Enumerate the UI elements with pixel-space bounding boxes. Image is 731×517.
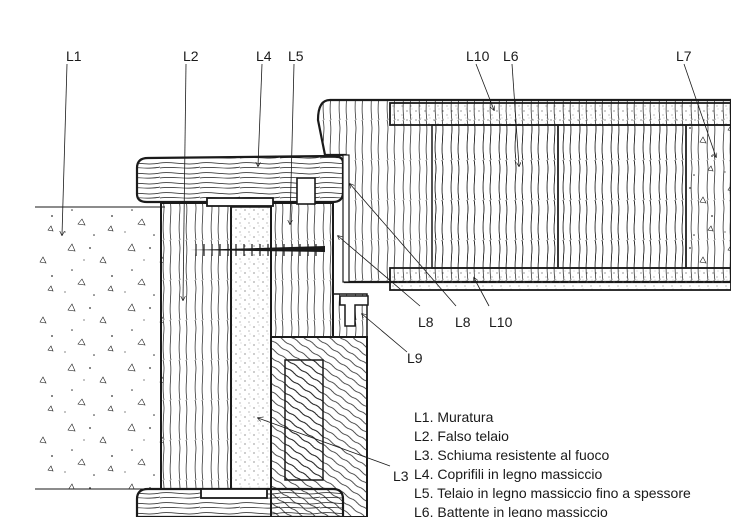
callout-l5: L5: [288, 48, 304, 64]
legend-item: L2. Falso telaio: [414, 428, 509, 444]
legend-item: L3. Schiuma resistente al fuoco: [414, 447, 610, 463]
callout-l3: L3: [393, 468, 409, 484]
screw: [190, 244, 325, 256]
callout-labels: L1 L2 L4 L5 L10 L6 L7 L8 L8 L10 L9 L3: [66, 48, 692, 484]
seal: [339, 295, 369, 327]
intumescent-strip: [342, 154, 350, 283]
legend: L1. Muratura L2. Falso telaio L3. Schium…: [414, 409, 691, 517]
callout-l9: L9: [407, 350, 423, 366]
callout-l1: L1: [66, 48, 82, 64]
callout-l8-a: L8: [418, 314, 434, 330]
legend-item: L4. Coprifili in legno massiccio: [414, 466, 603, 482]
door-leaf: [316, 98, 731, 291]
cover-moulding-bottom: [135, 487, 345, 517]
cover-moulding-top: [135, 154, 345, 207]
callout-l7: L7: [676, 48, 692, 64]
solid-wood-frame: [270, 202, 368, 517]
callout-l10-top: L10: [466, 48, 490, 64]
callout-l10-bottom: L10: [489, 314, 513, 330]
fire-foam: [230, 206, 272, 490]
masonry-wall: [35, 206, 165, 490]
callout-l2: L2: [183, 48, 199, 64]
legend-item: L5. Telaio in legno massiccio fino a spe…: [414, 485, 691, 501]
legend-item: L1. Muratura: [414, 409, 494, 425]
callout-l8-b: L8: [455, 314, 471, 330]
leader-lines: [62, 63, 716, 467]
legend-item: L6. Battente in legno massiccio: [414, 504, 608, 517]
callout-l4: L4: [256, 48, 272, 64]
callout-l6: L6: [503, 48, 519, 64]
